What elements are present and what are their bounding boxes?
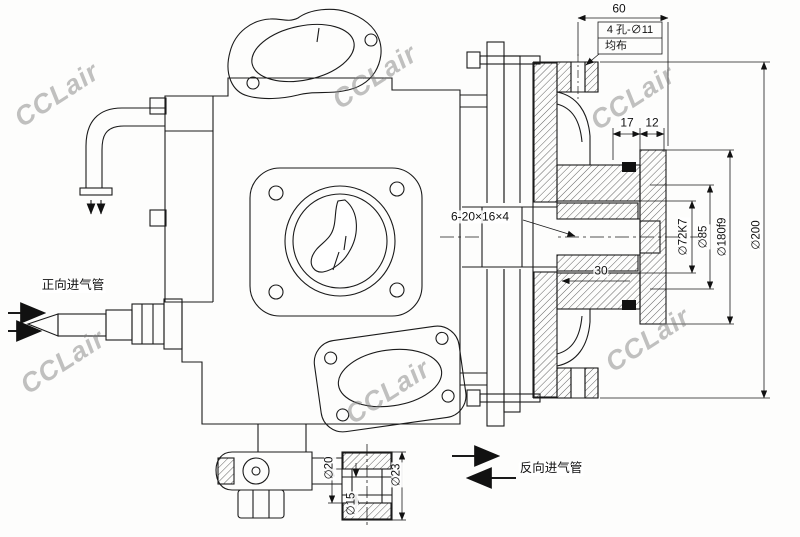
- holes-note-line2: 均布: [605, 39, 627, 52]
- forward-intake-label: 正向进气管: [40, 278, 106, 293]
- dim-pilot-dia: ∅85: [697, 224, 710, 250]
- holes-note-line1: 4 孔-∅11: [606, 23, 654, 36]
- spline-callout: 6-20×16×4: [449, 209, 511, 224]
- dim-top-width: 60: [611, 1, 627, 16]
- dim-pipe-bore-dia: ∅15: [345, 491, 358, 517]
- dim-30: 30: [593, 263, 609, 278]
- dim-spigot-dia: ∅180f9: [716, 216, 729, 258]
- reverse-intake-label: 反向进气管: [518, 461, 584, 476]
- dim-12: 12: [644, 115, 660, 130]
- dim-pipe-flange-dia: ∅23: [390, 462, 403, 488]
- dim-bore-dia: ∅72K7: [677, 217, 690, 257]
- dim-17: 17: [619, 115, 635, 130]
- dim-pipe-outer-dia: ∅20: [323, 455, 336, 481]
- dim-outer-dia: ∅200: [750, 219, 763, 251]
